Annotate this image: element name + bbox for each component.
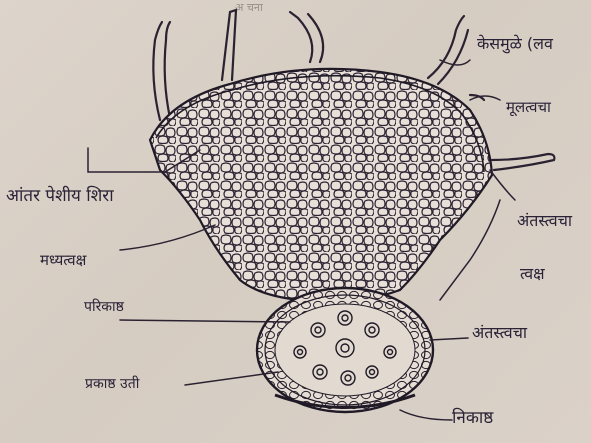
vascular-stele [257,288,433,412]
label-xylem: निकाष्ठ [452,410,493,427]
label-cortex: मध्यत्वक्ष [40,253,86,268]
label-root-hair: केसमुळे (लव [477,36,553,52]
label-endodermis-top: अंतस्त्वचा [517,213,572,229]
label-pericycle: परिकाष्ठ [84,300,124,314]
label-cortex-right: त्वक्ष [520,266,545,282]
label-endodermis-bottom: अंतस्त्वचा [472,325,527,341]
label-epidermis: मूलत्वचा [506,100,551,115]
label-protoxylem: प्रकाष्ठ उती [85,377,139,391]
cortex-region [150,69,492,301]
label-intercellular-air-canal: आंतर पेशीय शिरा [6,188,114,205]
